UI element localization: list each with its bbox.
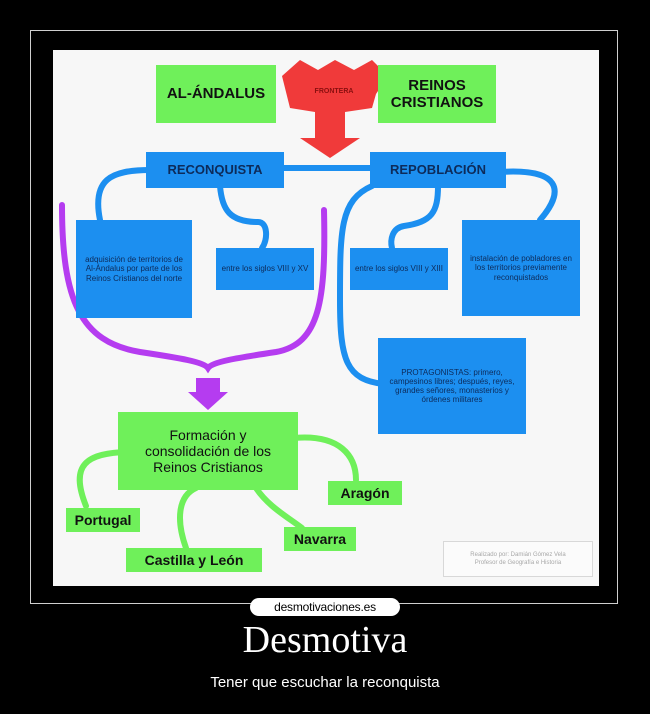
protagonistas-box: PROTAGONISTAS: primero, campesinos libre…	[378, 338, 526, 434]
instalacion-box: instalación de pobladores en los territo…	[462, 220, 580, 316]
castilla-leon-box: Castilla y León	[126, 548, 262, 572]
site-brand[interactable]: desmotivaciones.es	[250, 598, 400, 616]
aragon-box: Aragón	[328, 481, 402, 505]
frontera-label: FRONTERA	[314, 87, 354, 95]
watermark-line-1: Realizado por: Damián Gómez Vela	[470, 551, 566, 558]
portugal-box: Portugal	[66, 508, 140, 532]
watermark-line-2: Profesor de Geografía e Historia	[474, 560, 562, 566]
formacion-box: Formación y consolidación de los Reinos …	[118, 412, 298, 490]
navarra-box: Navarra	[284, 527, 356, 551]
adquisicion-box: adquisición de territorios de Al-Ándalus…	[76, 220, 192, 318]
al-andalus-box: AL-ÁNDALUS	[156, 65, 276, 123]
siglos-reconquista-box: entre los siglos VIII y XV	[216, 248, 314, 290]
author-watermark: Realizado por: Damián Gómez Vela Profeso…	[443, 541, 593, 577]
reinos-cristianos-box: REINOS CRISTIANOS	[378, 65, 496, 123]
diagram-canvas	[53, 50, 599, 586]
reconquista-box: RECONQUISTA	[146, 152, 284, 188]
siglos-repoblacion-box: entre los siglos VIII y XIII	[350, 248, 448, 290]
repoblacion-box: REPOBLACIÓN	[370, 152, 506, 188]
poster-subtitle: Tener que escuchar la reconquista	[210, 674, 440, 691]
poster-title: Desmotiva	[242, 619, 408, 661]
